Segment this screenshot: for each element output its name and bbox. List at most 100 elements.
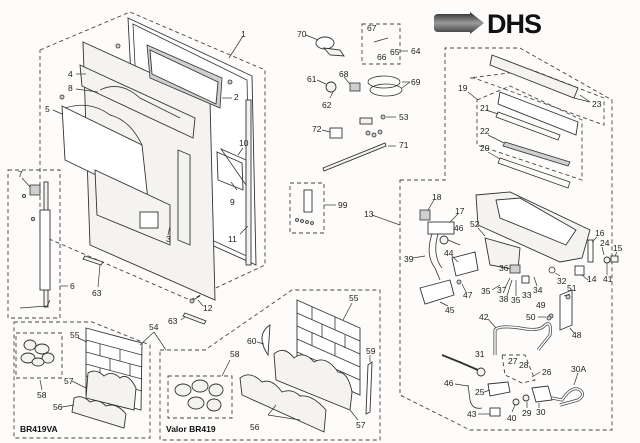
label-part-9: 9	[230, 197, 235, 207]
channel-part	[177, 149, 191, 246]
br419va-coals-box	[15, 332, 63, 379]
label-part-55-a: 55	[70, 330, 80, 340]
access-plate-part	[216, 151, 244, 191]
label-part-35-a: 35	[481, 286, 491, 296]
label-part-58-b: 58	[230, 349, 240, 359]
side-panel-right-part	[365, 361, 373, 415]
label-part-19: 19	[458, 83, 468, 93]
label-part-36: 36	[499, 263, 509, 273]
label-part-56-a: 56	[53, 402, 63, 412]
label-part-28: 28	[519, 360, 529, 370]
label-part-46-a: 46	[454, 223, 464, 233]
top-bar-part	[489, 54, 579, 99]
label-part-24: 24	[600, 238, 610, 248]
rod-71-part	[322, 142, 387, 172]
label-part-40: 40	[507, 413, 517, 423]
label-part-47: 47	[463, 290, 473, 300]
logo-arrow-icon	[434, 12, 484, 34]
label-part-30: 30	[536, 407, 546, 417]
label-part-64: 64	[411, 46, 421, 56]
label-part-50: 50	[526, 312, 536, 322]
label-part-60: 60	[247, 336, 257, 346]
screws-set	[365, 129, 383, 138]
label-part-48: 48	[572, 330, 582, 340]
label-part-51: 51	[567, 283, 577, 293]
burner-assembly-group: 13 23 19 21 22 20 52 16 24	[364, 47, 623, 431]
label-part-49: 49	[536, 300, 546, 310]
label-part-56-b: 56	[250, 422, 260, 432]
kit-99-boundary	[289, 182, 325, 234]
label-part-72: 72	[312, 124, 322, 134]
label-part-4: 4	[68, 69, 73, 79]
mesh-22-part	[502, 141, 571, 167]
label-part-68: 68	[339, 69, 349, 79]
label-part-11: 11	[228, 234, 237, 244]
kit-64-boundary	[361, 23, 401, 65]
valve-36-part	[509, 264, 521, 274]
label-part-32: 32	[557, 276, 567, 286]
elbow-43-part	[489, 407, 501, 417]
piezo-18-part	[419, 209, 431, 221]
side-strip-part	[245, 99, 252, 266]
block-14-part	[574, 265, 585, 276]
br419va-group: 58 55 57 56 BR419VA	[13, 321, 151, 439]
label-part-23: 23	[592, 99, 602, 109]
label-part-52: 52	[470, 219, 480, 229]
label-part-25: 25	[475, 387, 485, 397]
bracket-48-part	[559, 289, 573, 331]
strip-63-parts: 63 63	[82, 255, 207, 326]
label-part-12: 12	[203, 303, 213, 313]
label-part-44: 44	[444, 248, 454, 258]
label-part-7: 7	[18, 169, 23, 179]
label-part-1: 1	[241, 29, 246, 39]
label-part-39: 39	[404, 254, 414, 264]
bracket-99-part	[303, 189, 313, 213]
wire-39-part	[428, 233, 441, 281]
side-panel-left-part	[261, 324, 271, 357]
label-part-69: 69	[411, 77, 421, 87]
label-part-71: 71	[399, 140, 409, 150]
firebox-frame-group: 1 2 3 4 5 8 9 10 11 12	[39, 11, 266, 313]
label-part-70: 70	[297, 29, 307, 39]
label-part-45: 45	[445, 305, 455, 315]
ring-part	[367, 75, 401, 89]
label-part-34: 34	[533, 285, 543, 295]
side-rail-group: 7 6	[7, 169, 75, 319]
label-part-22: 22	[480, 126, 490, 136]
thermocouple-15-part	[610, 255, 619, 263]
label-part-8: 8	[68, 83, 73, 93]
valor-coals-box	[167, 375, 233, 419]
bracket-16-part	[587, 239, 594, 263]
label-part-5: 5	[45, 104, 50, 114]
log-front-valor-part	[239, 374, 327, 433]
grommet-part	[325, 81, 337, 93]
label-part-18: 18	[432, 192, 442, 202]
label-part-62: 62	[322, 100, 332, 110]
block-72-part	[329, 127, 343, 139]
baffle-part	[79, 64, 196, 139]
label-part-26: 26	[542, 367, 552, 377]
aperture-part	[139, 211, 159, 229]
label-part-61: 61	[307, 74, 317, 84]
label-part-63-b: 63	[168, 316, 178, 326]
label-part-65: 65	[390, 47, 400, 57]
washer-29-part	[522, 394, 530, 402]
log-rear-part	[85, 370, 137, 411]
washer-40-part	[512, 398, 520, 406]
label-part-41: 41	[603, 274, 613, 284]
label-part-13: 13	[364, 209, 374, 219]
coal-pieces-valor	[174, 379, 224, 412]
label-part-43: 43	[467, 409, 477, 419]
label-part-57-a: 57	[64, 376, 74, 386]
label-part-33: 33	[522, 290, 532, 300]
label-part-42: 42	[479, 312, 489, 322]
tape-roll-part	[315, 36, 335, 50]
label-part-2: 2	[234, 92, 239, 102]
valor-boundary	[159, 289, 381, 441]
clip-68-part	[349, 82, 361, 92]
label-part-27: 27	[508, 356, 518, 366]
screws-99	[295, 218, 314, 225]
side-rail-boundary	[7, 169, 61, 319]
label-part-10: 10	[239, 138, 249, 148]
kit-26-boundary	[501, 354, 536, 384]
